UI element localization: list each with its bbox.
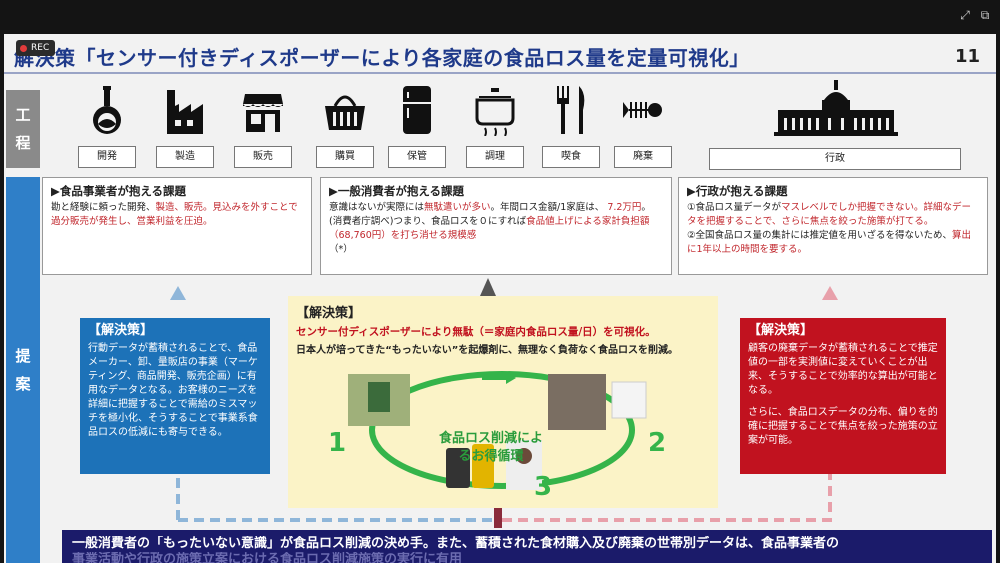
solution-center-line2: 日本人が培ってきた“もったいない”を起爆剤に、無理なく負荷なく食品ロスを削減。 — [296, 345, 679, 356]
solution-business-text: 行動データが蓄積されることで、食品メーカー、卸、量販店の事業（マーケティング、商… — [88, 343, 258, 438]
red-arrow-shaft — [502, 318, 832, 522]
screen-share-topbar: ⤢ ⧉ — [0, 0, 1000, 34]
cycle-step-3: 3 — [534, 472, 553, 502]
cycle-step-2: 2 — [648, 428, 667, 458]
issue-government-line2: ②全国食品ロス量の集計には推定値を用いざるを得ないため、 — [687, 230, 953, 241]
woman-head-icon — [516, 448, 532, 464]
process-label-disposal: 廃棄 — [614, 146, 672, 168]
summary-line1: 一般消費者の「もったいない意識」が食品ロス削減の決め手。また、蓄積された食材購入… — [72, 536, 840, 551]
cycle-arrowhead-top — [506, 372, 516, 384]
photo-person — [548, 374, 606, 430]
process-side-label: 工 程 — [6, 90, 40, 168]
issue-consumer-line2-red: 食品値上げによる家計負担額（68,760円）を打ち消せる規模感 — [329, 216, 650, 241]
issue-government-line2-red: 算出に1年以上の時間を要する。 — [687, 230, 972, 255]
process-label-storage: 保管 — [388, 146, 446, 168]
savings-cycle-diagram — [348, 371, 647, 490]
phone-icon-2 — [472, 444, 494, 488]
solution-government-title: 【解決策】 — [748, 323, 814, 338]
process-side-char-1: 工 — [15, 106, 31, 124]
fridge-icon — [403, 86, 431, 134]
blue-arrow-head — [170, 286, 186, 300]
page-number: 11 — [954, 46, 980, 67]
slide-title: 解決策「センサー付きディスポーザーにより各家庭の食品ロス量を定量可視化」 — [14, 46, 750, 70]
process-item-dev: 開発 — [72, 84, 142, 168]
factory-icon — [167, 90, 203, 134]
recording-badge: REC — [16, 40, 56, 56]
fullscreen-icon[interactable]: ⤢ — [960, 8, 970, 22]
pot-icon — [475, 88, 515, 137]
issue-consumer-line1-red: 無駄遣いが多い — [424, 202, 491, 213]
title-divider — [4, 72, 996, 74]
solution-government-box: 【解決策】 顧客の廃棄データが蓄積されることで推定値の一部を実測値に変えていくこ… — [740, 318, 946, 474]
process-label-dev: 開発 — [78, 146, 136, 168]
issue-title-consumer: ▶一般消費者が抱える課題 — [329, 184, 464, 198]
store-icon — [243, 94, 283, 132]
issue-business-text-red: 製造、販売。見込みを外すことで過分販売が発生し、営業利益を圧迫。 — [51, 202, 298, 227]
issue-business-text: 勘と経験に頼った開発、 — [51, 202, 156, 213]
summary-line2: 事業活動や行政の施策立案における食品ロス削減施策の実行に有用 — [72, 552, 463, 563]
popout-icon[interactable]: ⧉ — [980, 8, 990, 22]
issue-box-government: ▶行政が抱える課題 ①食品ロス量データがマスレベルでしか把握できない。詳細なデー… — [678, 177, 988, 275]
issue-title-business: ▶食品事業者が抱える課題 — [51, 184, 186, 198]
cycle-step-1: 1 — [328, 428, 347, 458]
process-label-eating: 喫食 — [542, 146, 600, 168]
process-item-sales: 販売 — [228, 84, 298, 168]
process-label-purchase: 購買 — [316, 146, 374, 168]
proposal-side-char-2: 案 — [15, 375, 31, 393]
issue-consumer-line2: 。(消費者庁調べ)つまり、食品ロスを０にすれば — [329, 202, 651, 227]
issue-consumer-line1-rest: 。年間ロス金額/1家庭は、 — [490, 202, 605, 213]
solution-center-line1: センサー付ディスポーザーにより無駄（＝家庭内食品ロス量/日）を可視化。 — [296, 326, 656, 338]
solution-business-title: 【解決策】 — [88, 323, 154, 338]
basket-icon — [325, 95, 365, 130]
process-side-char-2: 程 — [15, 134, 31, 152]
solution-center-title: 【解決策】 — [296, 306, 362, 321]
process-item-manufacture: 製造 — [150, 84, 220, 168]
issue-government-line1: ①食品ロス量データが — [687, 202, 782, 213]
issue-consumer-amount: 7.2万円 — [607, 202, 642, 213]
record-dot-icon — [20, 44, 27, 52]
center-arrow-stem — [494, 508, 502, 528]
proposal-side-label: 提 案 — [6, 177, 40, 563]
photo-logo — [611, 381, 647, 419]
process-label-cooking: 調理 — [466, 146, 524, 168]
disposer-device-icon — [368, 382, 390, 412]
presentation-slide: REC 解決策「センサー付きディスポーザーにより各家庭の食品ロス量を定量可視化」… — [4, 34, 996, 563]
issue-box-consumer: ▶一般消費者が抱える課題 意識はないが実際には無駄遣いが多い。年間ロス金額/1家… — [320, 177, 672, 275]
issue-consumer-note: （*） — [329, 244, 353, 255]
solution-government-text1: 顧客の廃棄データが蓄積されることで推定値の一部を実測値に変えていくことが出来、そ… — [748, 343, 938, 396]
fishbone-icon — [623, 102, 662, 118]
recording-label: REC — [31, 43, 50, 53]
process-label-sales: 販売 — [234, 146, 292, 168]
process-label-manufacture: 製造 — [156, 146, 214, 168]
process-item-eating: 喫食 — [536, 84, 606, 168]
cycle-title: 食品ロス削減によるお得循環 — [438, 431, 543, 464]
proposal-side-char-1: 提 — [15, 347, 31, 365]
solution-business-box: 【解決策】 行動データが蓄積されることで、食品メーカー、卸、量販店の事業（マーケ… — [80, 318, 270, 474]
cutlery-icon — [557, 86, 585, 134]
process-item-purchase: 購買 — [310, 84, 380, 168]
issue-box-business: ▶食品事業者が抱える課題 勘と経験に頼った開発、製造、販売。見込みを外すことで過… — [42, 177, 312, 275]
process-item-disposal: 廃棄 — [608, 84, 678, 168]
solution-government-text2: さらに、食品ロスデータの分布、偏りを的確に把握することで焦点を絞った施策の立案が… — [748, 407, 938, 446]
process-item-cooking: 調理 — [460, 84, 530, 168]
issue-government-line1-red: マスレベルでしか把握できない。詳細なデータを把握することで、さらに焦点を絞った施… — [687, 202, 972, 227]
flask-icon — [93, 86, 121, 134]
process-item-storage: 保管 — [382, 84, 452, 168]
phone-icon — [446, 448, 470, 488]
solution-center-panel: 【解決策】 センサー付ディスポーザーにより無駄（＝家庭内食品ロス量/日）を可視化… — [288, 296, 718, 508]
cycle-ring — [369, 371, 635, 489]
summary-banner: 一般消費者の「もったいない意識」が食品ロス削減の決め手。また、蓄積された食材購入… — [62, 530, 992, 563]
issue-title-government: ▶行政が抱える課題 — [687, 184, 788, 198]
process-label-government: 行政 — [709, 148, 961, 170]
parliament-icon — [774, 80, 898, 136]
center-arrow-head — [480, 278, 496, 296]
red-arrow-head — [822, 286, 838, 300]
issue-consumer-line1: 意識はないが実際には — [329, 202, 425, 213]
